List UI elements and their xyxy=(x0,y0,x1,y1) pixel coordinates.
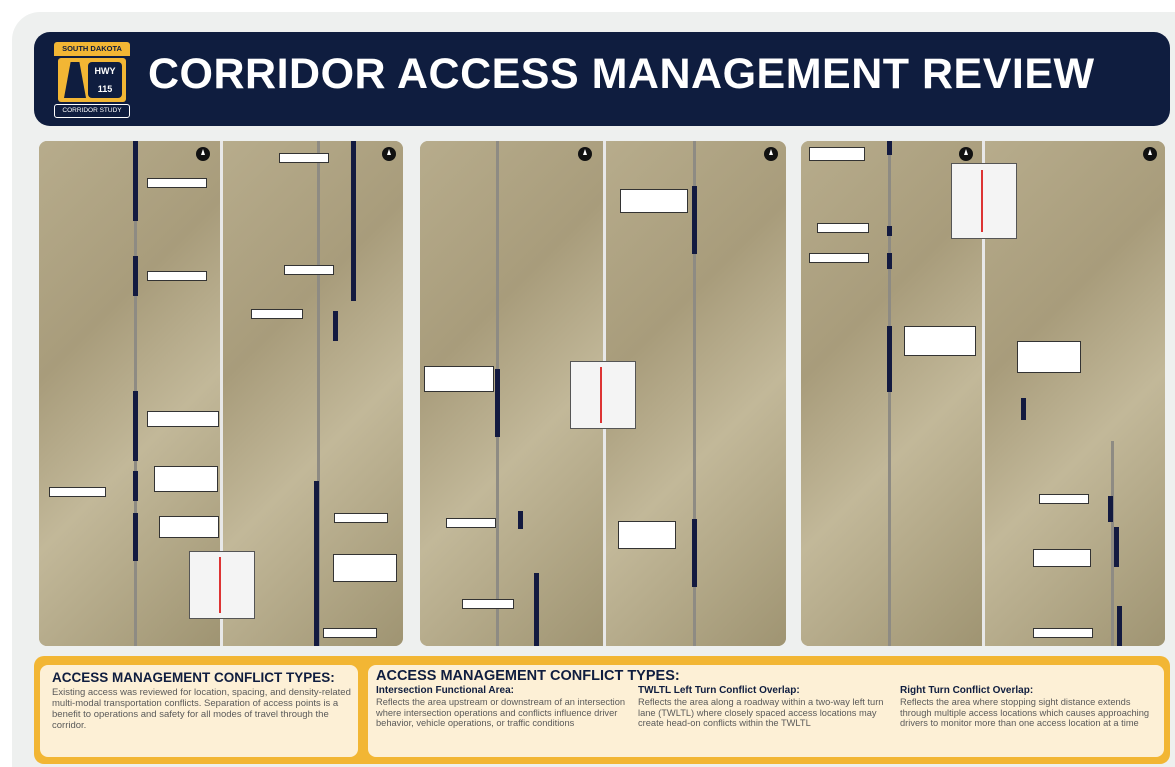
panel-divider xyxy=(982,141,985,646)
map-callout xyxy=(1017,341,1081,373)
map-panel-3 xyxy=(801,141,1165,646)
map-callout xyxy=(147,178,207,188)
conflict-segment xyxy=(314,481,319,646)
map-callout xyxy=(618,521,676,549)
map-panel-2 xyxy=(420,141,786,646)
logo-hwy-number: 115 xyxy=(97,84,113,94)
conflict-segment xyxy=(133,391,138,461)
map-callout xyxy=(147,411,219,427)
map-callout xyxy=(1033,628,1093,638)
map-callout xyxy=(279,153,329,163)
north-arrow-icon xyxy=(959,147,973,161)
logo-hwy-badge: HWY 115 xyxy=(88,62,122,98)
conflict-segment xyxy=(495,369,500,437)
conflict-segment xyxy=(887,226,892,236)
conflict-segment xyxy=(1108,496,1113,522)
conflict-segment xyxy=(518,511,523,529)
map-callout xyxy=(284,265,334,275)
conflict-type-title: Right Turn Conflict Overlap: xyxy=(900,685,1034,696)
legend-types-heading: ACCESS MANAGEMENT CONFLICT TYPES: xyxy=(376,668,680,684)
conflict-segment xyxy=(333,311,338,341)
map-callout xyxy=(817,223,869,233)
conflict-segment xyxy=(887,141,892,155)
map-callout xyxy=(446,518,496,528)
logo-state: SOUTH DAKOTA xyxy=(54,42,130,56)
logo-subtitle: CORRIDOR STUDY xyxy=(54,104,130,118)
highway-line xyxy=(1111,441,1114,646)
map-callout xyxy=(323,628,377,638)
conflict-type-description: Reflects the area upstream or downstream… xyxy=(376,697,626,728)
conflict-segment xyxy=(692,186,697,254)
conflict-type-description: Reflects the area where stopping sight d… xyxy=(900,697,1150,728)
map-callout xyxy=(333,554,397,582)
road-icon xyxy=(64,62,86,98)
conflict-type-description: Reflects the area along a roadway within… xyxy=(638,697,884,728)
map-inset xyxy=(951,163,1017,239)
north-arrow-icon xyxy=(382,147,396,161)
map-callout xyxy=(809,253,869,263)
legend-intro-card: ACCESS MANAGEMENT CONFLICT TYPES: Existi… xyxy=(40,665,358,757)
map-callout xyxy=(904,326,976,356)
conflict-segment xyxy=(133,471,138,501)
conflict-segment xyxy=(887,253,892,269)
legend-intro-heading: ACCESS MANAGEMENT CONFLICT TYPES: xyxy=(52,670,335,685)
legend-bar: ACCESS MANAGEMENT CONFLICT TYPES: Existi… xyxy=(34,656,1170,764)
legend-types-card: ACCESS MANAGEMENT CONFLICT TYPES: Inters… xyxy=(368,665,1164,757)
map-callout xyxy=(49,487,106,497)
north-arrow-icon xyxy=(764,147,778,161)
conflict-type-right-turn: Right Turn Conflict Overlap: Reflects th… xyxy=(900,685,1150,729)
highway-shield-icon: HWY 115 xyxy=(58,58,126,102)
north-arrow-icon xyxy=(578,147,592,161)
conflict-type-twltl: TWLTL Left Turn Conflict Overlap: Reflec… xyxy=(638,685,888,729)
map-panel-1 xyxy=(39,141,403,646)
conflict-segment xyxy=(887,326,892,392)
conflict-segment xyxy=(1021,398,1026,420)
conflict-segment xyxy=(133,256,138,296)
map-inset xyxy=(570,361,636,429)
conflict-segment xyxy=(351,141,356,301)
map-inset xyxy=(189,551,255,619)
map-callout xyxy=(424,366,494,392)
map-callout xyxy=(1039,494,1089,504)
logo-hwy-text: HWY xyxy=(94,66,116,76)
north-arrow-icon xyxy=(196,147,210,161)
map-callout xyxy=(159,516,219,538)
conflict-segment xyxy=(1117,606,1122,646)
legend-intro-body: Existing access was reviewed for locatio… xyxy=(52,687,351,731)
corridor-study-logo: SOUTH DAKOTA HWY 115 CORRIDOR STUDY xyxy=(54,42,130,118)
map-callout xyxy=(334,513,388,523)
page-title: CORRIDOR ACCESS MANAGEMENT REVIEW xyxy=(148,50,1095,98)
conflict-type-intersection: Intersection Functional Area: Reflects t… xyxy=(376,685,626,729)
map-callout xyxy=(1033,549,1091,567)
conflict-segment xyxy=(692,519,697,587)
conflict-segment xyxy=(133,513,138,561)
panel-divider xyxy=(220,141,223,646)
conflict-type-title: TWLTL Left Turn Conflict Overlap: xyxy=(638,685,800,696)
map-callout xyxy=(809,147,865,161)
map-callout xyxy=(147,271,207,281)
conflict-segment xyxy=(133,141,138,221)
highway-line xyxy=(693,141,696,646)
map-callout xyxy=(462,599,514,609)
map-callout xyxy=(251,309,303,319)
conflict-type-title: Intersection Functional Area: xyxy=(376,685,514,696)
highway-line xyxy=(317,141,320,646)
conflict-segment xyxy=(1114,527,1119,567)
conflict-segment xyxy=(534,573,539,646)
map-callout xyxy=(620,189,688,213)
map-callout xyxy=(154,466,218,492)
header-banner: SOUTH DAKOTA HWY 115 CORRIDOR STUDY CORR… xyxy=(34,32,1170,126)
north-arrow-icon xyxy=(1143,147,1157,161)
highway-line xyxy=(888,141,891,646)
